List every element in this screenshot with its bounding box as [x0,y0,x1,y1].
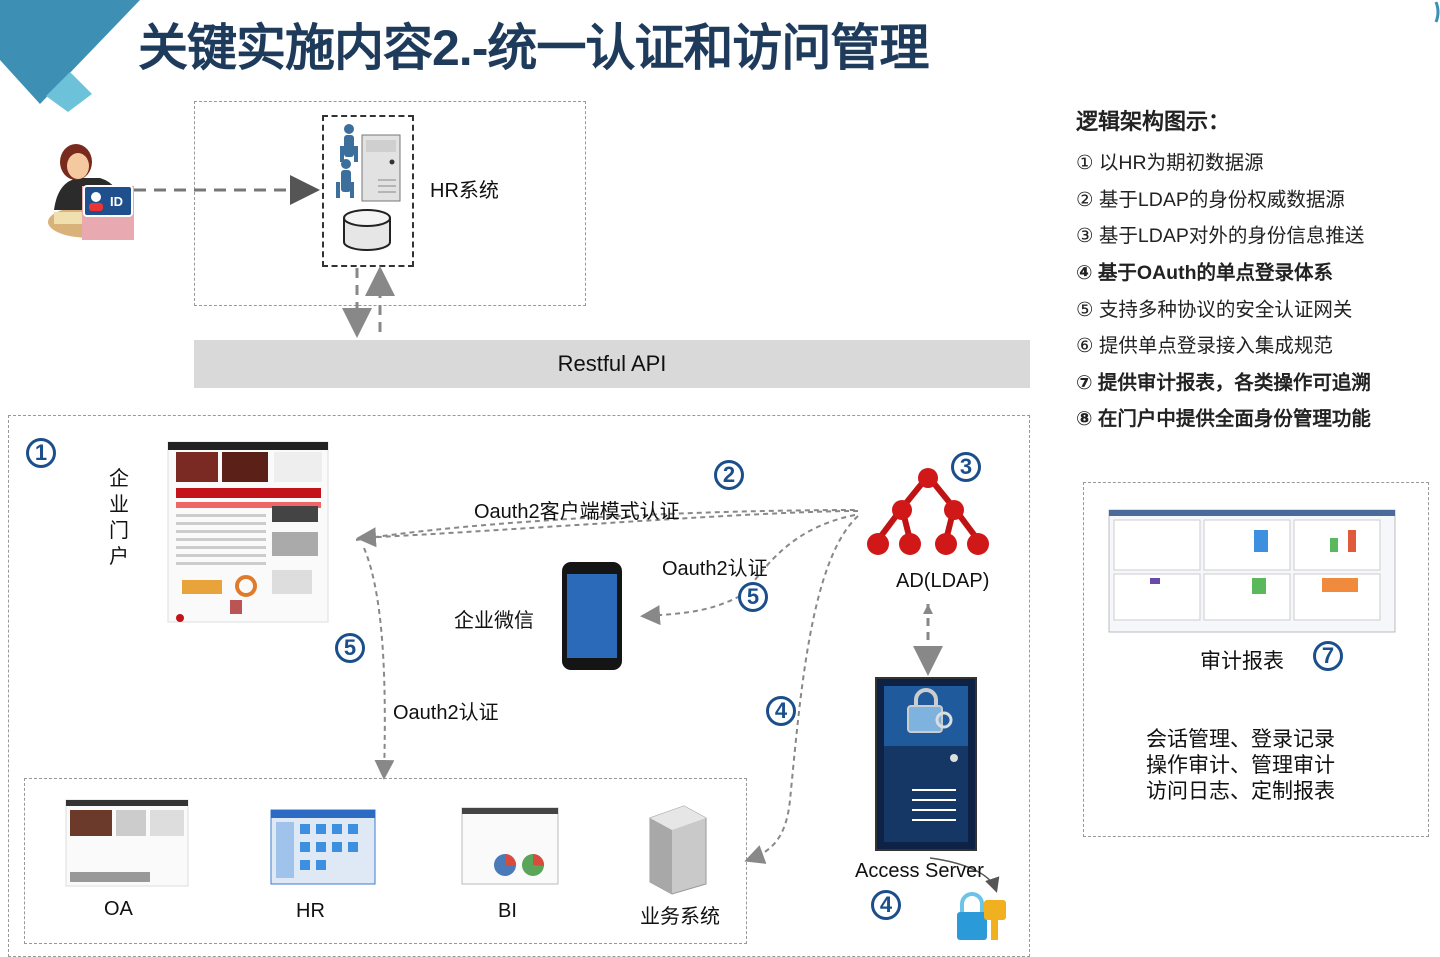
oauth2-auth-apps-label: Oauth2认证 [393,702,499,724]
enterprise-portal-label: 企业门户 [109,468,129,568]
legend-title: 逻辑架构图示： [1076,109,1231,134]
id-card-text: ID [110,194,123,209]
wechat-label: 企业微信 [454,610,534,632]
server-tower-icon [361,134,401,202]
badge-apps: 5 [335,633,365,663]
access-server-label: Access Server [855,860,984,882]
badge-sso-line: 4 [766,696,796,726]
ldap-nodes [867,468,989,555]
id-card-icon [82,185,134,240]
bi-screenshot [461,807,559,885]
portal-screenshot [167,441,329,623]
phone-icon [562,562,622,670]
legend-item: ⑦ 提供审计报表，各类操作可追溯 [1076,372,1371,394]
app-label-hr: HR [296,900,325,922]
legend-item: ④ 基于OAuth的单点登录体系 [1076,262,1333,284]
hr-app-screenshot [270,809,376,885]
audit-line: 操作审计、管理审计 [1146,754,1335,777]
audit-line: 访问日志、定制报表 [1146,780,1335,803]
badge-oauth-client: 2 [714,460,744,490]
legend-item: ② 基于LDAP的身份权威数据源 [1076,189,1345,211]
access-server-icon [875,677,977,851]
page-title: 关键实施内容2.-统一认证和访问管理 [138,20,929,76]
badge-audit: 7 [1313,641,1343,671]
hr-system-area [194,101,586,306]
audit-line: 会话管理、登录记录 [1146,728,1335,751]
ad-ldap-label: AD(LDAP) [896,570,990,592]
audit-report-label: 审计报表 [1200,650,1284,673]
audit-report-screenshot [1108,509,1396,633]
hr-system-label: HR系统 [430,180,499,202]
business-system-server-icon [649,805,707,895]
legend-item: ⑥ 提供单点登录接入集成规范 [1076,335,1333,357]
legend-item: ③ 基于LDAP对外的身份信息推送 [1076,225,1365,247]
oauth2-auth-phone-label: Oauth2认证 [662,558,768,580]
audit-area [1083,482,1429,837]
key-lock-icon [957,892,1006,940]
app-label-bi: BI [498,900,517,922]
lock-icon [907,688,953,733]
oa-screenshot [65,799,189,887]
database-icon [343,209,391,251]
badge-portal: 1 [26,438,56,468]
app-label-oa: OA [104,898,133,920]
legend-item: ⑧ 在门户中提供全面身份管理功能 [1076,408,1371,430]
badge-ad: 3 [951,452,981,482]
legend-item: ① 以HR为期初数据源 [1076,152,1264,174]
legend-item: ⑤ 支持多种协议的安全认证网关 [1076,299,1353,321]
badge-access-server: 4 [871,890,901,920]
restful-api-bar: Restful API [194,340,1030,388]
restful-api-label: Restful API [557,351,667,376]
person-silhouette-icon [336,124,358,198]
app-label-business: 业务系统 [640,906,720,928]
oauth-client-mode-label: Oauth2客户端模式认证 [474,501,680,523]
badge-wechat: 5 [738,582,768,612]
